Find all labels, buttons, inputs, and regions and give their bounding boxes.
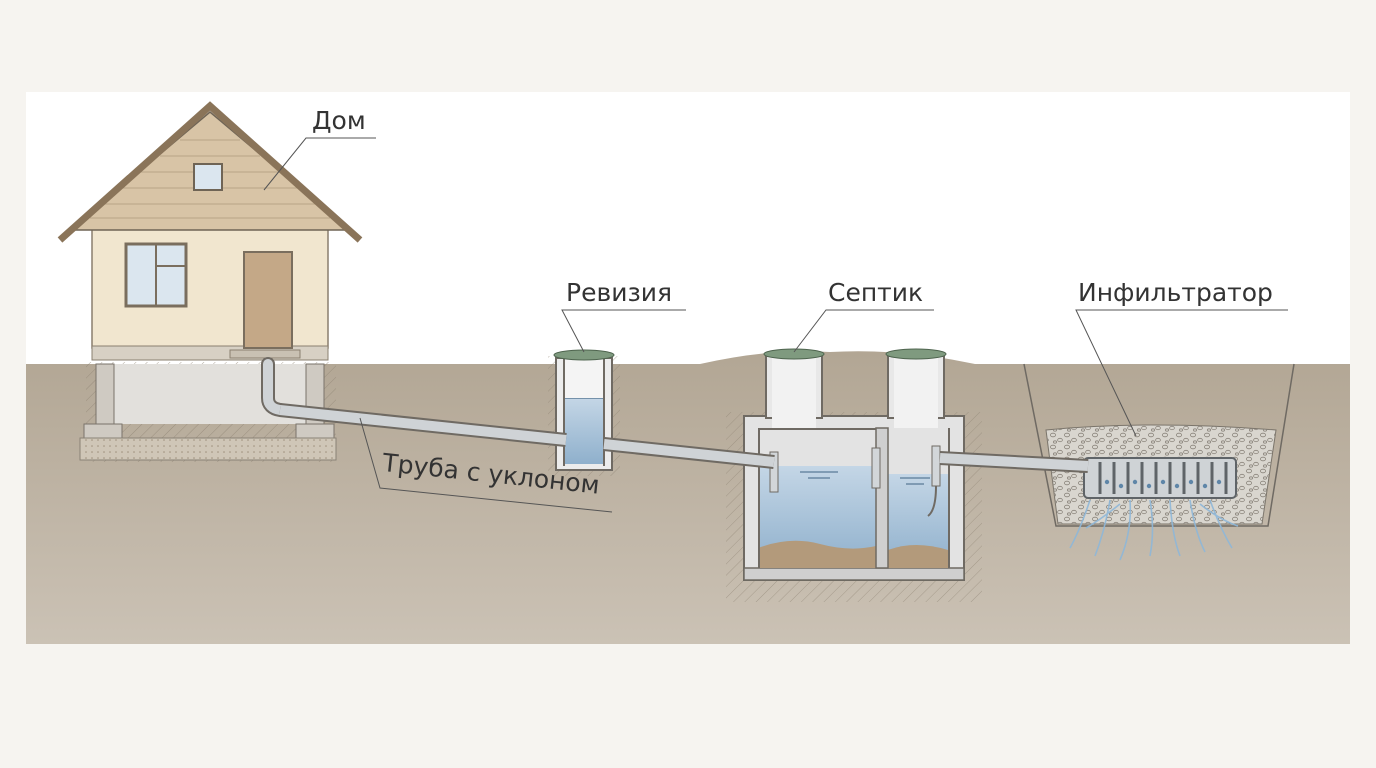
house bbox=[57, 101, 363, 361]
revision-well bbox=[548, 349, 620, 476]
sloped-pipe-2 bbox=[603, 439, 775, 467]
label-infiltrator: Инфильтратор bbox=[1078, 278, 1273, 307]
infiltrator-trench bbox=[1023, 363, 1295, 561]
gable-window bbox=[193, 163, 223, 191]
drain-roots bbox=[1069, 499, 1239, 561]
label-septic: Септик bbox=[828, 278, 924, 307]
septic-tank bbox=[726, 348, 982, 602]
pipes bbox=[261, 357, 1089, 473]
outflow-pipe bbox=[939, 453, 1089, 471]
septic-lid-1 bbox=[763, 348, 825, 360]
revision-lid bbox=[553, 349, 615, 361]
infiltrator-unit bbox=[1083, 457, 1237, 499]
label-house: Дом bbox=[312, 106, 366, 135]
septic-lid-2 bbox=[885, 348, 947, 360]
house-foundation bbox=[79, 362, 337, 462]
sloped-pipe-1 bbox=[279, 405, 567, 445]
leader-lines bbox=[263, 137, 1288, 513]
septic-sludge bbox=[758, 540, 876, 568]
house-window bbox=[124, 242, 188, 308]
label-revision: Ревизия bbox=[566, 278, 673, 307]
house-door bbox=[243, 251, 293, 349]
